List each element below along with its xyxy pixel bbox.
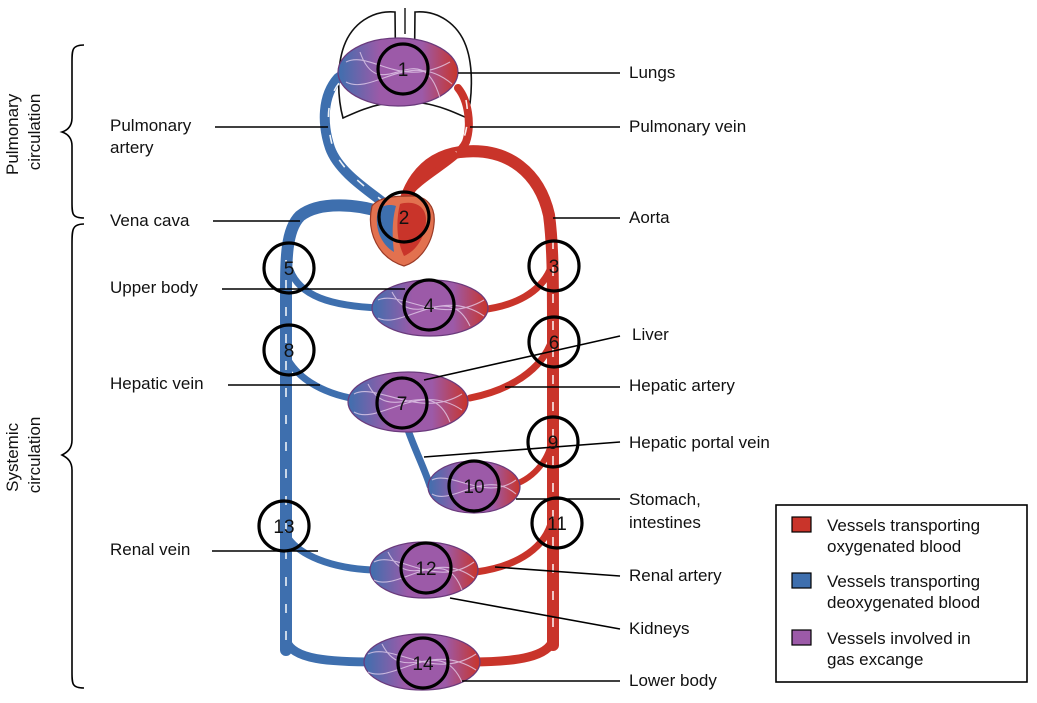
label-lower-body: Lower body: [629, 671, 717, 690]
lower-body-return: [281, 635, 383, 667]
marker-9: 9: [526, 415, 580, 469]
legend-item-oxygenated: Vessels transporting oxygenated blood: [791, 516, 985, 556]
label-liver: Liver: [632, 325, 669, 344]
marker-14: 14: [396, 636, 450, 690]
svg-text:14: 14: [412, 654, 434, 675]
systemic-label: Systemic circulation: [3, 417, 44, 494]
svg-text:12: 12: [415, 559, 436, 580]
label-upper-body: Upper body: [110, 278, 198, 297]
svg-text:2: 2: [399, 208, 410, 229]
svg-text:5: 5: [284, 259, 295, 280]
upper-body-return: [286, 266, 384, 312]
marker-3: 3: [527, 239, 581, 293]
numbered-markers: 1 2 3 4 5 6 7 8 9 10 11 12 13 14: [257, 42, 584, 690]
svg-text:13: 13: [273, 517, 294, 538]
vessels: [280, 8, 559, 691]
label-pulmonary-artery: Pulmonary artery: [110, 116, 196, 157]
lower-body-artery: [465, 635, 558, 667]
marker-13: 13: [257, 499, 311, 553]
mesh-lower-body: [367, 643, 477, 683]
marker-10: 10: [447, 459, 501, 513]
svg-text:1: 1: [398, 60, 409, 81]
upper-body-artery: [476, 266, 554, 314]
capillary-mesh: [345, 51, 517, 683]
pulmonary-brace: [59, 44, 85, 219]
vena-cava-vessel: [280, 199, 386, 656]
marker-2: 2: [377, 190, 431, 244]
svg-text:Vessels involved in ga: Vessels involved in gas excange: [827, 629, 975, 669]
mesh-upper-body: [377, 291, 485, 327]
svg-text:Vessels transporting d: Vessels transporting deoxygenated blood: [827, 572, 985, 612]
label-lungs: Lungs: [629, 63, 675, 82]
leader-lines: [212, 72, 621, 682]
label-aorta: Aorta: [629, 208, 670, 227]
marker-11: 11: [530, 496, 584, 550]
label-renal-vein: Renal vein: [110, 540, 190, 559]
flow-pulmonary-vein: [455, 99, 469, 153]
marker-8: 8: [262, 323, 316, 377]
legend-swatch-deoxygenated: [791, 572, 812, 589]
labels: Lungs Pulmonary artery Pulmonary vein Ve…: [110, 63, 770, 690]
svg-text:10: 10: [463, 477, 484, 498]
section-systemic: Systemic circulation: [3, 223, 85, 689]
marker-5: 5: [262, 241, 316, 295]
label-stomach-intestines: Stomach, intestines: [629, 490, 706, 532]
hepatic-artery-vessel: [466, 336, 556, 402]
leader-kidneys: [449, 597, 621, 630]
svg-text:Vessels transporting o: Vessels transporting oxygenated blood: [827, 516, 985, 556]
leader-liver: [423, 335, 621, 381]
marker-7: 7: [375, 376, 429, 430]
legend: Vessels transporting oxygenated blood Ve…: [775, 504, 1028, 683]
leader-renal-artery: [494, 566, 621, 577]
marker-4: 4: [402, 278, 456, 332]
svg-text:11: 11: [547, 514, 567, 535]
svg-text:4: 4: [424, 296, 435, 317]
legend-swatch-oxygenated: [791, 516, 812, 533]
capillary-beds: [337, 37, 521, 691]
svg-text:9: 9: [548, 433, 559, 454]
section-pulmonary: Pulmonary circulation: [3, 44, 85, 219]
svg-text:7: 7: [397, 394, 408, 415]
label-hepatic-artery: Hepatic artery: [629, 376, 735, 395]
renal-vein-vessel: [284, 534, 376, 574]
label-renal-artery: Renal artery: [629, 566, 722, 585]
label-hepatic-portal-vein: Hepatic portal vein: [629, 433, 770, 452]
svg-text:3: 3: [549, 257, 560, 278]
systemic-brace: [60, 223, 85, 689]
mesh-kidneys: [373, 551, 475, 591]
pulmonary-label: Pulmonary circulation: [3, 89, 44, 175]
svg-text:8: 8: [284, 341, 295, 362]
label-pulmonary-vein: Pulmonary vein: [629, 117, 746, 136]
label-vena-cava: Vena cava: [110, 211, 190, 230]
lungs-outline: [337, 11, 397, 120]
mesh-gut: [431, 477, 517, 497]
marker-12: 12: [399, 541, 453, 595]
capillary-liver: [347, 371, 469, 433]
legend-swatch-gas-exchange: [791, 629, 812, 646]
leader-hepatic-portal-vein: [423, 441, 621, 458]
mesh-lungs: [345, 51, 453, 99]
lungs-outline-right: [413, 11, 473, 120]
label-hepatic-vein: Hepatic vein: [110, 374, 204, 393]
label-kidneys: Kidneys: [629, 619, 689, 638]
marker-1: 1: [376, 42, 430, 96]
renal-artery-vessel: [472, 516, 556, 576]
svg-text:6: 6: [549, 333, 560, 354]
legend-box: [775, 504, 1028, 683]
legend-item-gas-exchange: Vessels involved in gas excange: [791, 629, 975, 669]
gut-return-vessel: [404, 426, 434, 490]
legend-item-deoxygenated: Vessels transporting deoxygenated blood: [791, 572, 985, 612]
marker-6: 6: [527, 315, 581, 369]
